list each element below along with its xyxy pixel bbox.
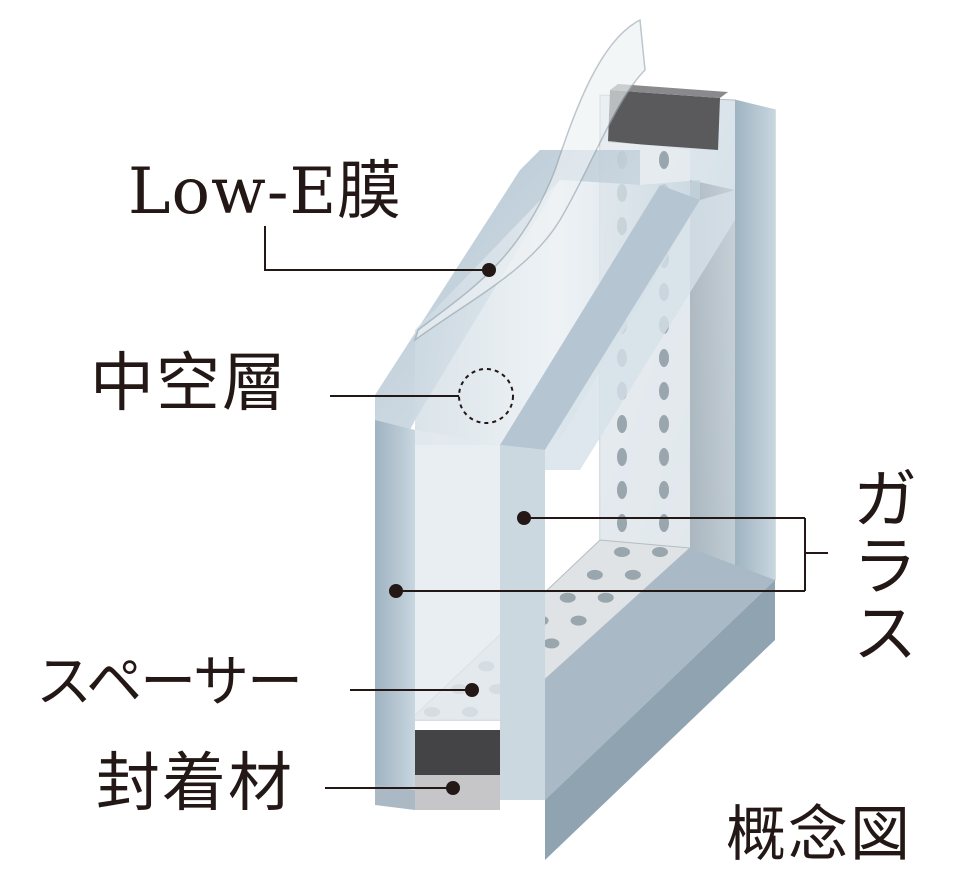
perforation-hole <box>543 638 560 649</box>
dot-spacer <box>465 683 479 697</box>
perforation-hole <box>652 547 668 557</box>
perforation-hole <box>586 569 603 580</box>
low-e-film <box>413 18 646 342</box>
low-e-film-label: Low-E膜 <box>128 155 403 229</box>
perforation-hole <box>614 547 630 557</box>
air-layer-label: 中空層 <box>90 347 288 421</box>
perforation-hole <box>659 382 669 400</box>
perforation-hole <box>617 448 627 466</box>
sealant-block <box>375 730 500 810</box>
perforation-hole <box>659 448 669 466</box>
perforation-hole <box>617 514 627 532</box>
perforation-hole <box>659 151 669 169</box>
air-layer-marker <box>458 368 514 424</box>
perforation-hole <box>659 349 669 367</box>
perforation-hole <box>570 615 587 626</box>
glass-label: ガラス <box>853 464 917 673</box>
inner-glass-pane <box>500 185 735 470</box>
sealant-label: 封着材 <box>96 747 294 821</box>
perforation-hole <box>624 569 641 580</box>
dot-glass-outer <box>389 584 403 598</box>
concept-diagram-label: 概念図 <box>726 800 912 870</box>
perforation-hole <box>659 415 669 433</box>
leader-low-e <box>264 226 489 271</box>
perforation-hole <box>597 592 614 603</box>
back-pane-bottom-face <box>500 548 775 860</box>
perforation-hole <box>659 481 669 499</box>
spacer-label: スペーサー <box>36 650 303 715</box>
perforation-hole <box>559 592 576 603</box>
leader-dots <box>389 263 531 795</box>
leader-lines <box>264 226 828 789</box>
dot-low-e <box>482 263 496 277</box>
perforation-hole <box>659 514 669 532</box>
perforation-hole <box>617 481 627 499</box>
top-spacer <box>608 84 728 150</box>
dot-sealant <box>446 781 460 795</box>
dot-glass-inner <box>517 511 531 525</box>
perforation-hole <box>617 415 627 433</box>
